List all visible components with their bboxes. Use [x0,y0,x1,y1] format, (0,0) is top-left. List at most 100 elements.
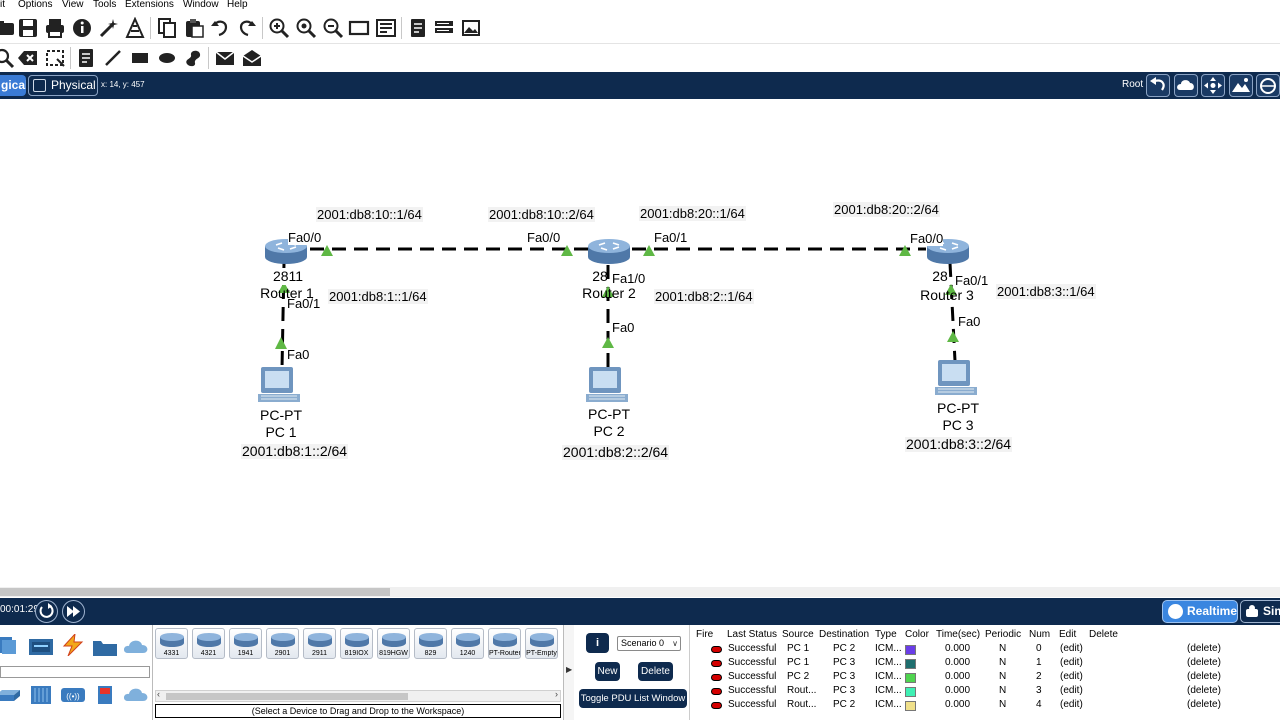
device-model-button[interactable]: 819IOX [340,628,373,659]
open-icon[interactable] [0,17,16,39]
misc-category-icon[interactable] [91,636,119,658]
fire-pdu-icon[interactable] [711,702,722,709]
new-scenario-button[interactable]: New [595,662,620,681]
add-simple-pdu-icon[interactable] [214,47,236,69]
toggle-pdu-list-button[interactable]: Toggle PDU List Window [579,689,687,708]
pc-3-address[interactable]: 2001:db8:3::2/64 [905,436,1013,452]
fire-pdu-icon[interactable] [711,674,722,681]
pdu-edit-cell[interactable]: (edit) [1060,685,1083,696]
device-model-button[interactable]: 4321 [192,628,225,659]
link-r1-pc1[interactable] [280,262,286,370]
device-model-button[interactable]: 1941 [229,628,262,659]
viewport-button[interactable] [1256,74,1280,97]
pdu-edit-cell[interactable]: (edit) [1060,699,1083,710]
device-model-button[interactable]: 1240 [451,628,484,659]
pdu-delete-cell[interactable]: (delete) [1187,643,1221,654]
network-info-icon[interactable] [124,17,146,39]
drawing-palette-icon[interactable] [348,17,370,39]
freeform-icon[interactable] [182,47,204,69]
switches-category-icon[interactable] [0,685,22,707]
pdu-edit-cell[interactable]: (edit) [1060,657,1083,668]
wireless-category-icon[interactable]: ((•)) [59,684,87,706]
end-devices-category-icon[interactable] [27,636,55,658]
draw-ellipse-icon[interactable] [156,47,178,69]
draw-rectangle-icon[interactable] [129,47,151,69]
network-devices-category-icon[interactable] [0,634,22,656]
zoom-reset-icon[interactable] [295,17,317,39]
device-model-button[interactable]: 2901 [266,628,299,659]
move-object-button[interactable] [1201,74,1225,97]
simulation-mode-tab[interactable]: Sim [1240,600,1280,623]
image-icon[interactable] [460,17,482,39]
zoom-in-icon[interactable] [268,17,290,39]
save-icon[interactable] [17,17,39,39]
back-button[interactable] [1146,74,1170,97]
menu-view[interactable]: View [62,0,84,10]
pdu-edit-cell[interactable]: (edit) [1060,643,1083,654]
address-label[interactable]: 2001:db8:2::1/64 [654,289,754,304]
scenario-select[interactable]: Scenario 0 ∨ [617,636,681,651]
link-r3-pc3[interactable] [948,262,957,362]
wan-emulation-category-icon[interactable] [122,684,150,706]
tab-physical[interactable]: Physical [28,75,98,96]
pc-1-icon[interactable] [258,367,300,402]
panel-splitter[interactable]: ▶ [563,625,574,720]
add-complex-pdu-icon[interactable] [241,47,263,69]
realtime-mode-tab[interactable]: Realtime [1162,600,1238,623]
router-1-icon[interactable] [265,239,307,264]
address-label[interactable]: 2001:db8:3::1/64 [996,284,1096,299]
router-2-icon[interactable] [588,239,630,264]
inspect-icon[interactable] [0,47,15,69]
fire-pdu-icon[interactable] [711,688,722,695]
device-model-button[interactable]: PT-Router [488,628,521,659]
menu-window[interactable]: Window [183,0,219,10]
device-model-button[interactable]: 2911 [303,628,336,659]
logical-workspace[interactable]: 2001:db8:10::1/64 2001:db8:10::2/64 2001… [0,99,1280,587]
paste-icon[interactable] [183,17,205,39]
workspace-horizontal-scrollbar[interactable] [0,587,1280,597]
pdu-delete-cell[interactable]: (delete) [1187,685,1221,696]
address-label[interactable]: 2001:db8:20::2/64 [833,202,940,217]
redo-icon[interactable] [236,17,258,39]
router-3-icon[interactable] [927,239,969,264]
place-note-icon[interactable] [75,47,97,69]
device-model-button[interactable]: PT-Empty [525,628,558,659]
address-label[interactable]: 2001:db8:10::2/64 [488,207,595,222]
connections-category-icon[interactable] [59,634,87,656]
device-model-button[interactable]: 4331 [155,628,188,659]
new-cluster-button[interactable] [1174,74,1198,97]
custom-device-icon[interactable] [375,17,397,39]
tab-logical[interactable]: gical [0,75,26,96]
fast-forward-button[interactable] [62,600,85,623]
scrollbar-thumb[interactable] [166,693,408,700]
device-model-button[interactable]: 829 [414,628,447,659]
scroll-left-icon[interactable]: ‹ [157,689,160,699]
undo-icon[interactable] [209,17,231,39]
delete-scenario-button[interactable]: Delete [638,662,673,681]
menu-help[interactable]: Help [227,0,248,10]
security-category-icon[interactable] [91,684,119,706]
address-label[interactable]: 2001:db8:20::1/64 [639,206,746,221]
print-icon[interactable] [44,17,66,39]
fire-pdu-icon[interactable] [711,646,722,653]
address-label[interactable]: 2001:db8:1::1/64 [328,289,428,304]
notes-icon[interactable] [407,17,429,39]
pc-3-icon[interactable] [935,360,977,395]
pc-2-icon[interactable] [586,367,628,402]
wizard-icon[interactable] [98,17,120,39]
pdu-delete-cell[interactable]: (delete) [1187,671,1221,682]
menu-extensions[interactable]: Extensions [125,0,174,10]
device-list-scrollbar[interactable]: ‹ › [155,689,561,702]
pc-1-address[interactable]: 2001:db8:1::2/64 [241,443,349,459]
pdu-delete-cell[interactable]: (delete) [1187,699,1221,710]
info-icon[interactable] [71,17,93,39]
menu-tools[interactable]: Tools [93,0,117,10]
menu-options[interactable]: Options [18,0,53,10]
scenario-info-button[interactable]: i [586,633,609,653]
hubs-category-icon[interactable] [27,684,55,706]
delete-icon[interactable] [17,47,39,69]
zoom-out-icon[interactable] [322,17,344,39]
menu-edit[interactable]: it [0,0,5,10]
resize-shape-icon[interactable] [44,47,66,69]
set-background-button[interactable] [1229,74,1253,97]
